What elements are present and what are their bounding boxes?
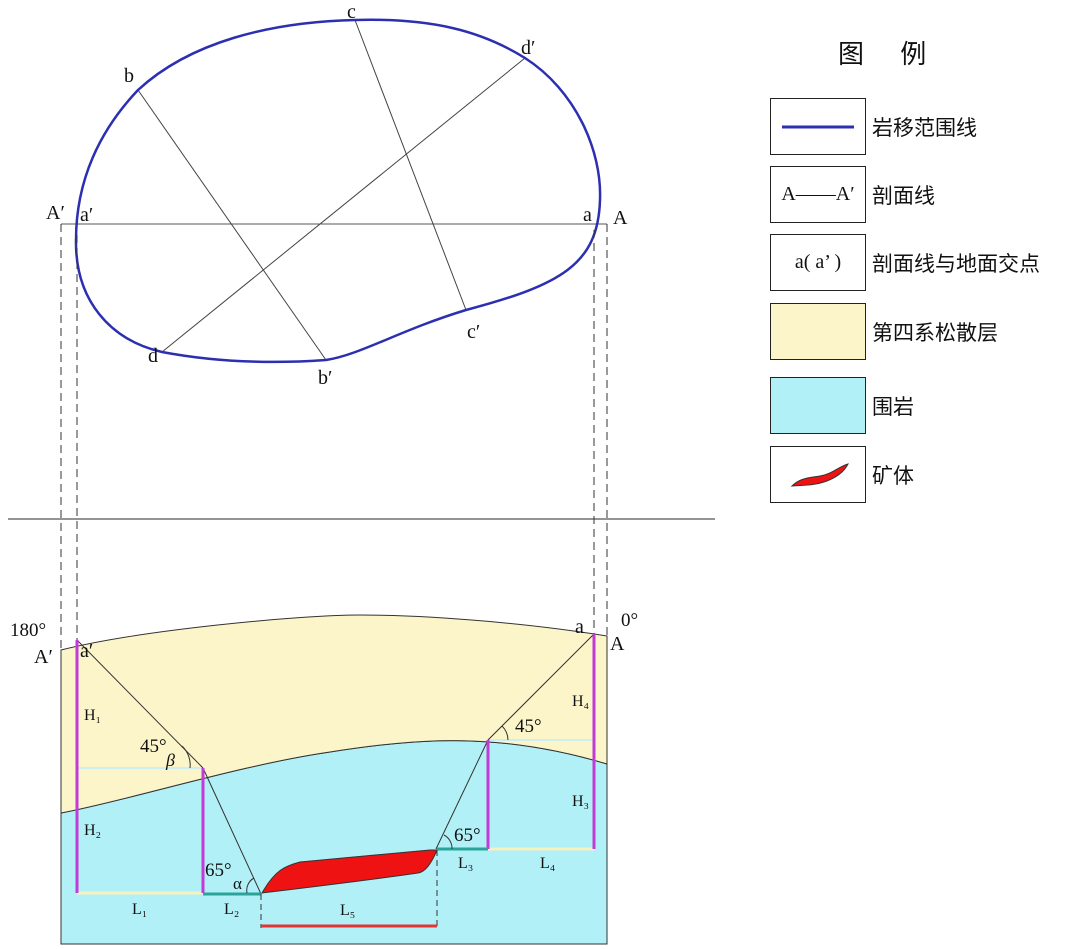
label-l2: L₂ [224, 901, 239, 918]
slope-left-65 [202, 767, 262, 895]
plan-label-a-prime: a′ [80, 204, 93, 226]
section-label-a-prime: a′ [80, 640, 93, 662]
slope-right-45 [487, 633, 595, 741]
label-h2: H₂ [84, 822, 101, 839]
azimuth-180: 180° [10, 620, 46, 641]
legend-item-ore-body: 矿体 [770, 446, 914, 503]
plan-label-a: a [583, 204, 592, 226]
section-line-bb [137, 89, 327, 361]
plan-label-c: c [347, 1, 356, 23]
label-angle-left-45: 45° [140, 736, 167, 757]
label-l3: L₃ [458, 855, 473, 872]
plan-label-b-prime: b′ [318, 367, 332, 389]
section-line-cc [354, 19, 467, 311]
label-h4: H₄ [572, 693, 590, 710]
legend-item-surrounding-rock: 围岩 [770, 377, 914, 434]
label-l1: L₁ [132, 901, 147, 918]
plan-label-b: b [124, 65, 134, 87]
loose-layer [60, 614, 608, 814]
azimuth-0: 0° [621, 610, 638, 631]
plan-label-d-prime: d′ [521, 37, 535, 59]
section-line-dd [161, 57, 526, 353]
subsidence-boundary [74, 18, 602, 364]
ore-body-icon [790, 462, 849, 487]
legend-label-surrounding-rock: 围岩 [872, 394, 914, 419]
angle-arc-beta [181, 745, 191, 769]
plan-label-d: d [148, 345, 158, 367]
legend-label-ore-body: 矿体 [872, 463, 914, 488]
legend-label-intersection: 剖面线与地面交点 [872, 251, 1040, 276]
legend-item-section-line: A——A′ 剖面线 [770, 166, 935, 223]
label-l5: L₅ [340, 902, 355, 919]
section-label-A-prime: A′ [34, 646, 53, 668]
legend-swatch-section-line: A——A′ [770, 166, 866, 223]
section-label-A: A [610, 633, 625, 655]
slope-right-65 [435, 739, 489, 850]
blue-line-icon [782, 125, 854, 128]
legend-swatch-intersection: a( a’ ) [770, 234, 866, 291]
legend-label-subsidence: 岩移范围线 [872, 115, 977, 140]
label-h3: H₃ [572, 793, 589, 810]
label-angle-left-65: 65° [205, 860, 232, 881]
legend-item-subsidence-line: 岩移范围线 [770, 98, 977, 155]
plan-label-A-prime: A′ [46, 202, 65, 224]
legend-item-loose-layer: 第四系松散层 [770, 303, 998, 360]
legend-swatch-surrounding-rock [770, 377, 866, 434]
label-angle-right-45: 45° [515, 716, 542, 737]
label-angle-right-65: 65° [454, 825, 481, 846]
legend-label-loose-layer: 第四系松散层 [872, 320, 998, 345]
label-h1: H₁ [84, 707, 101, 724]
legend-item-intersection: a( a’ ) 剖面线与地面交点 [770, 234, 1040, 291]
legend-swatch-blue-line [770, 98, 866, 155]
ore-body [261, 849, 438, 894]
label-beta: β [165, 750, 175, 770]
legend-label-section-line: 剖面线 [872, 183, 935, 208]
angle-arc-alpha [246, 877, 255, 894]
plan-label-c-prime: c′ [467, 321, 480, 343]
section-label-a: a [575, 616, 584, 638]
angle-arc-right-65 [443, 834, 453, 850]
angle-arc-right-45 [501, 725, 509, 741]
plan-label-A: A [613, 207, 628, 229]
legend-swatch-ore-body [770, 446, 866, 503]
label-alpha: α [233, 874, 242, 893]
legend-title: 图 例 [838, 40, 941, 70]
label-l4: L₄ [540, 855, 556, 872]
legend-swatch-loose-layer [770, 303, 866, 360]
